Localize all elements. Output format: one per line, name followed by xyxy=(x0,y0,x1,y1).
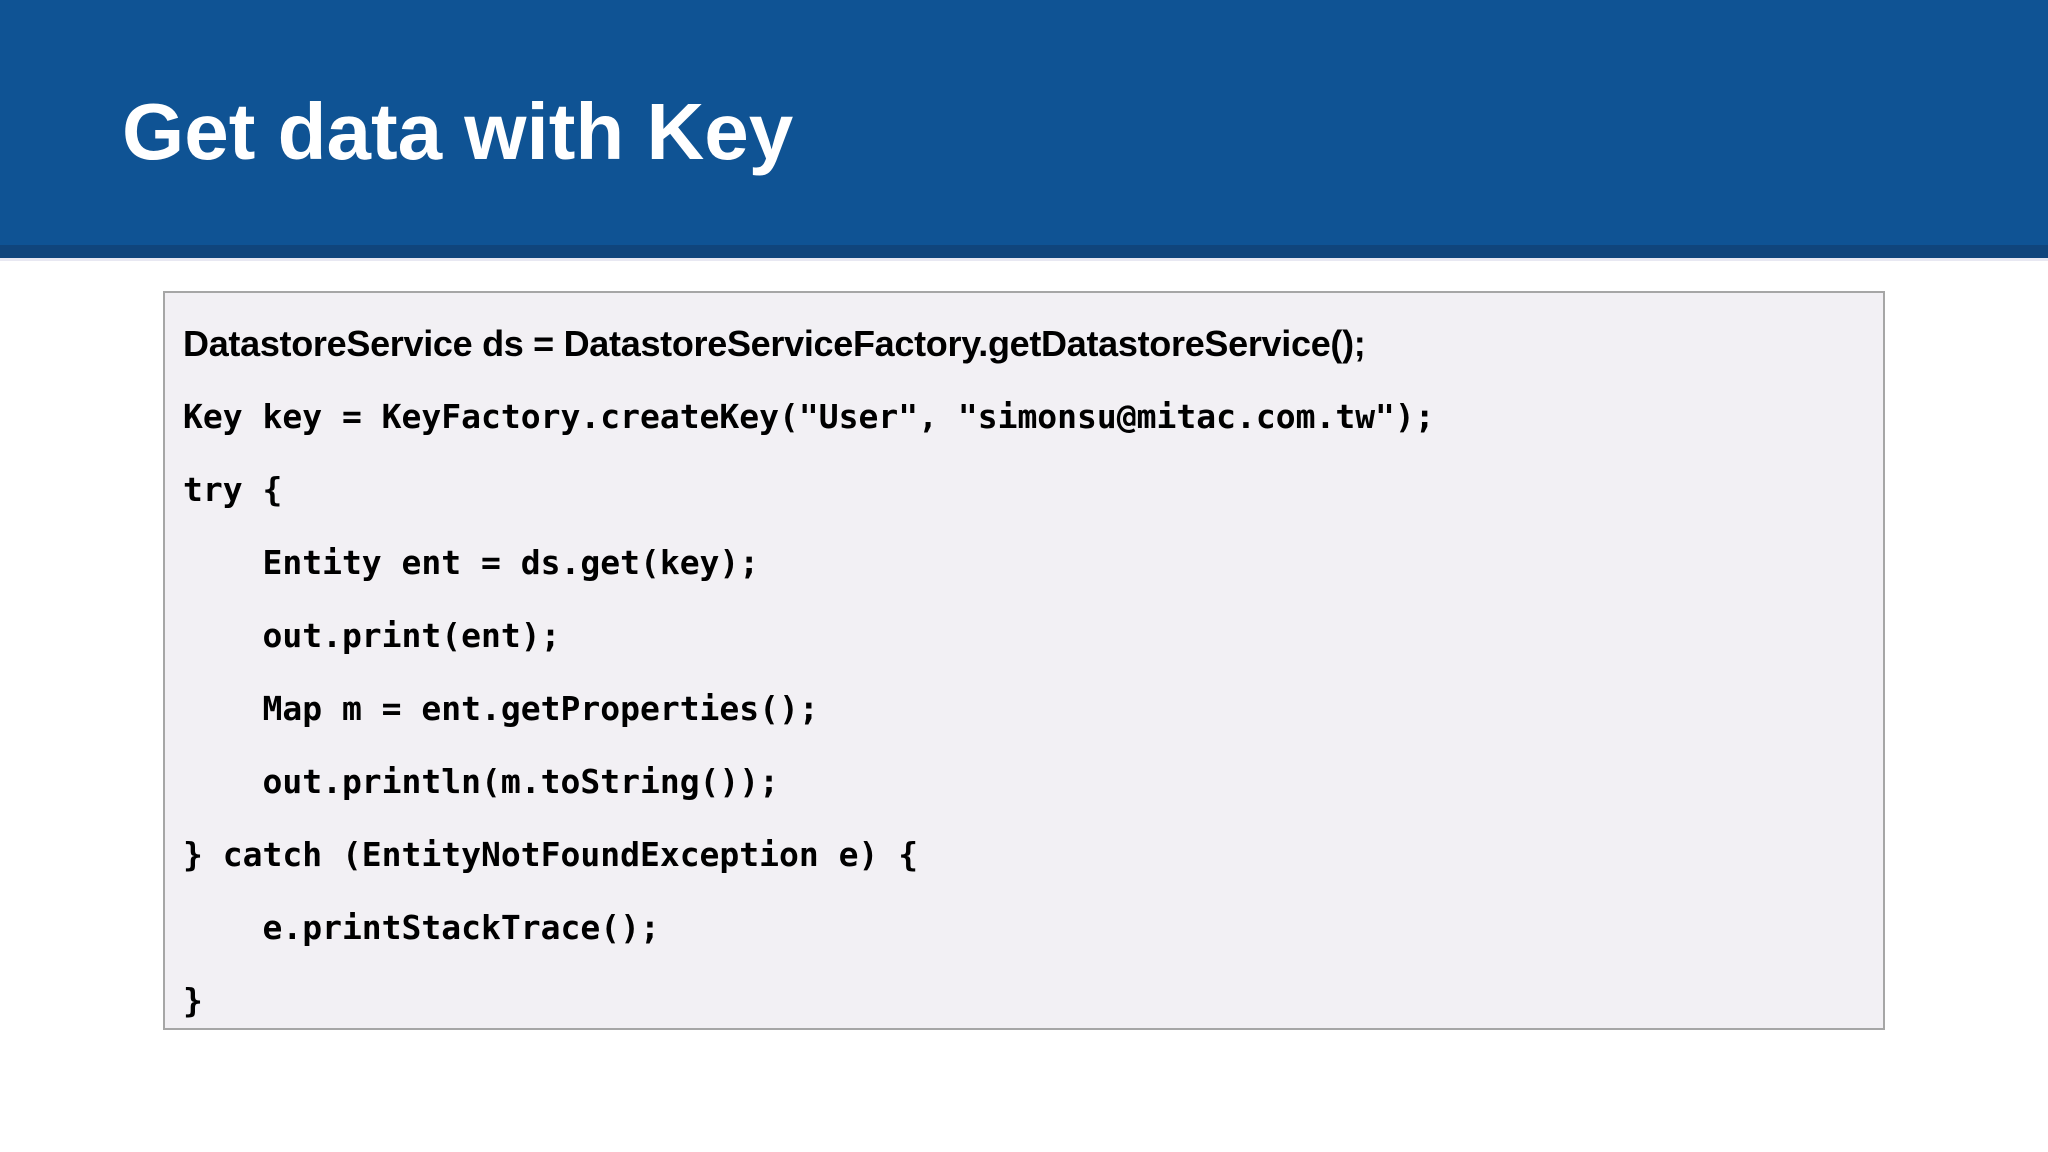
title-banner-bottom-shade xyxy=(0,245,2048,258)
code-lines: DatastoreService ds = DatastoreServiceFa… xyxy=(183,307,1883,1028)
code-line: out.println(m.toString()); xyxy=(183,762,780,801)
code-line: Key key = KeyFactory.createKey("User", "… xyxy=(183,397,1435,436)
title-banner-hairline xyxy=(0,258,2048,261)
code-line: DatastoreService ds = DatastoreServiceFa… xyxy=(183,323,1366,364)
code-line: Entity ent = ds.get(key); xyxy=(183,543,760,582)
code-line: try { xyxy=(183,470,283,509)
title-banner xyxy=(0,0,2048,245)
code-line: out.print(ent); xyxy=(183,616,561,655)
code-line: } xyxy=(183,981,203,1020)
code-line: } catch (EntityNotFoundException e) { xyxy=(183,835,919,874)
code-block-panel: DatastoreService ds = DatastoreServiceFa… xyxy=(163,291,1885,1030)
code-line: e.printStackTrace(); xyxy=(183,908,660,947)
page-title: Get data with Key xyxy=(122,87,794,176)
code-line: Map m = ent.getProperties(); xyxy=(183,689,819,728)
